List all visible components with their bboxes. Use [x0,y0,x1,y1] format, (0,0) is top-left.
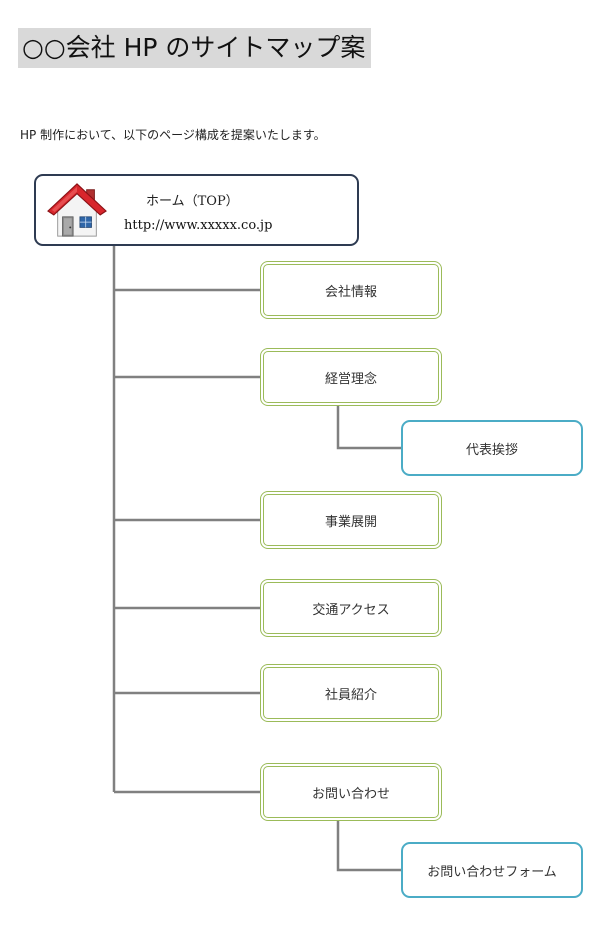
home-label: ホーム（TOP） [146,194,239,209]
page-node-contact[interactable]: お問い合わせ [260,763,442,821]
home-url: http://www.xxxxx.co.jp [124,218,273,233]
intro-text: HP 制作において、以下のページ構成を提案いたします。 [20,128,326,142]
subpage-node-contact-form[interactable]: お問い合わせフォーム [401,842,583,898]
home-node[interactable]: ホーム（TOP） http://www.xxxxx.co.jp [34,174,359,246]
child-connector [336,406,403,450]
child-connector [336,821,403,872]
page-node-access[interactable]: 交通アクセス [260,579,442,637]
subpage-node-ceo-greeting[interactable]: 代表挨拶 [401,420,583,476]
house-icon [47,183,107,237]
page-node-business[interactable]: 事業展開 [260,491,442,549]
page-node-philosophy[interactable]: 経営理念 [260,348,442,406]
page-title: ○○会社 HP のサイトマップ案 [18,28,372,68]
page-node-company-info[interactable]: 会社情報 [260,261,442,319]
page-node-staff[interactable]: 社員紹介 [260,664,442,722]
